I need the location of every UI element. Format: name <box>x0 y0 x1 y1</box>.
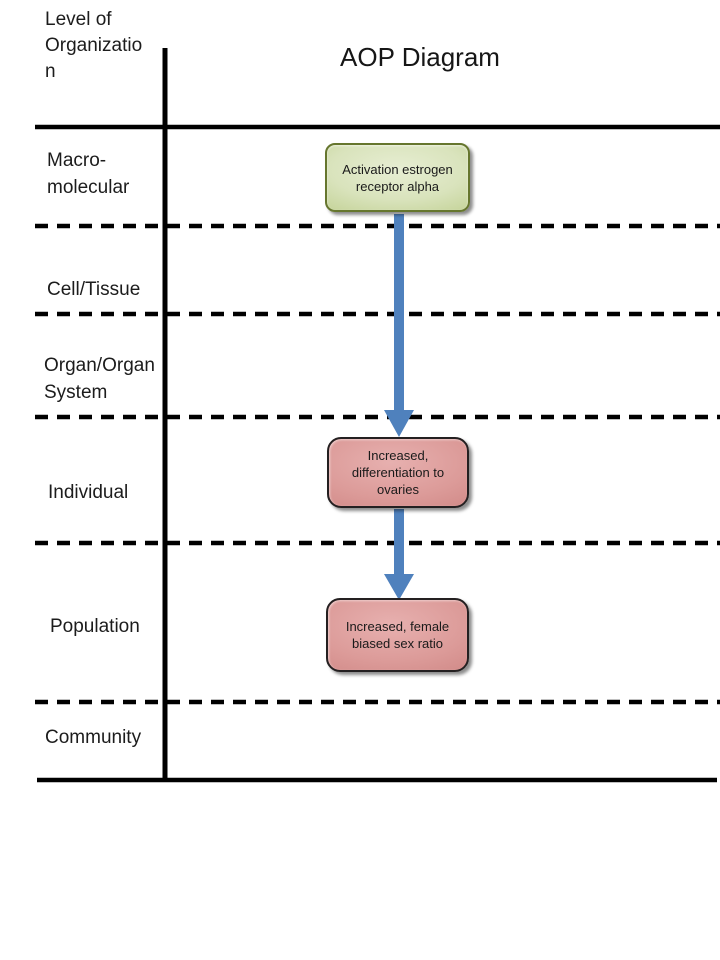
arrow-activation-to-differentiation <box>384 214 414 437</box>
arrow-head-icon <box>384 410 414 437</box>
level-label-organ-organ-system: Organ/Organ System <box>44 355 155 403</box>
node-increased-female-biased-sex-ratio: Increased, female biased sex ratio <box>326 598 469 672</box>
node-activation-estrogen-receptor: Activation estrogen receptor alpha <box>325 143 470 212</box>
level-label-macro-molecular: Macro- molecular <box>47 150 130 198</box>
arrow-head-icon <box>384 574 414 600</box>
arrow-differentiation-to-sex-ratio <box>384 509 414 600</box>
node-increased-differentiation-to-ovaries: Increased, differentiation to ovaries <box>327 437 469 508</box>
level-label-community: Community <box>45 727 142 748</box>
axis-corner-label: Level of Organizatio n <box>45 9 143 82</box>
node-label: Increased, female biased sex ratio <box>345 619 450 651</box>
node-label: Increased, differentiation to ovaries <box>351 448 445 497</box>
level-label-individual: Individual <box>48 482 129 503</box>
node-label: Activation estrogen receptor alpha <box>342 161 453 194</box>
page-title: AOP Diagram <box>340 42 500 72</box>
level-label-population: Population <box>50 616 140 637</box>
level-label-cell-tissue: Cell/Tissue <box>47 279 141 300</box>
